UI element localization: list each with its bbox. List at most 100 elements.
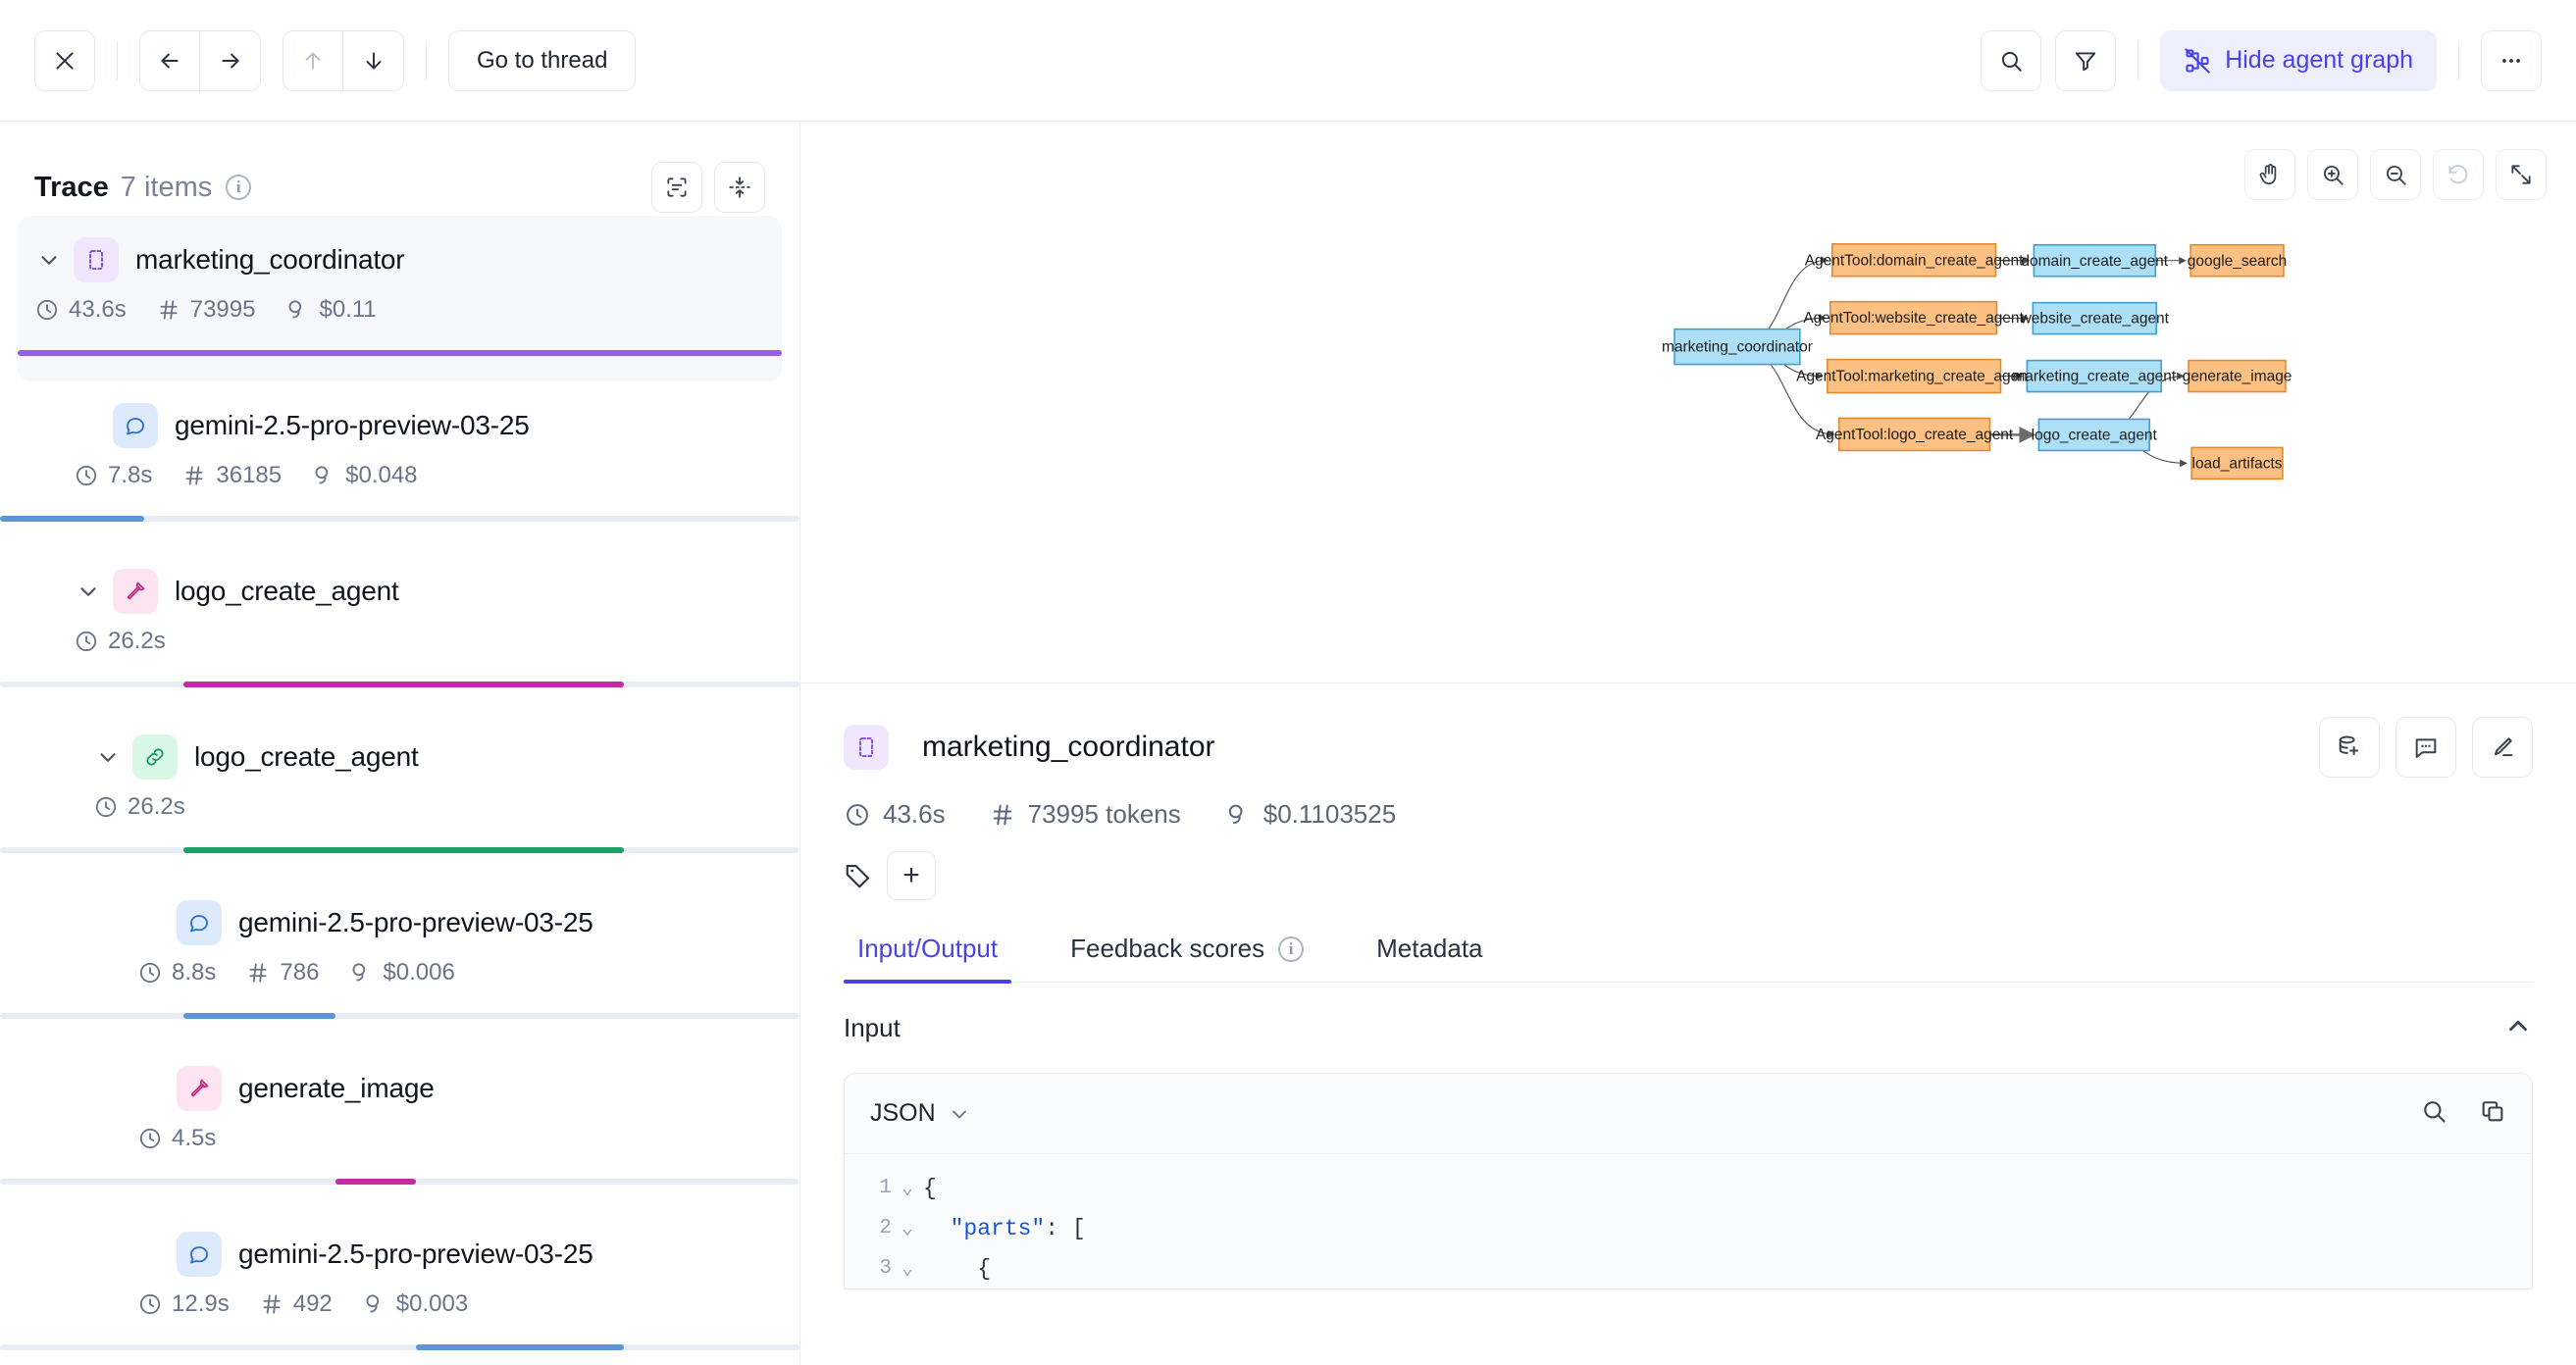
json-line-code: {: [923, 1175, 937, 1201]
search-button[interactable]: [1981, 29, 2042, 91]
graph-node[interactable]: generate_image: [2183, 359, 2293, 393]
toolbar-left-group: Go to thread: [34, 29, 637, 91]
input-section-header[interactable]: Input: [844, 983, 2533, 1073]
trace-item-expand-toggle[interactable]: [93, 742, 123, 772]
graph-node-box: [1830, 242, 1997, 278]
clock-icon: [847, 803, 868, 826]
json-format-select[interactable]: JSON: [870, 1099, 971, 1128]
trace-item-expand-toggle[interactable]: [74, 577, 103, 606]
trace-item-row: marketing_coordinator: [34, 237, 765, 282]
zoom-in-button[interactable]: [2307, 149, 2358, 200]
graph-node-box: [1829, 300, 1998, 335]
json-fold-toggle[interactable]: ⌄: [902, 1178, 913, 1199]
span-cost: $0.1103525: [1224, 799, 1396, 830]
add-tag-button[interactable]: +: [887, 851, 936, 900]
toolbar-right-group: Hide agent graph: [1981, 29, 2542, 91]
graph-node[interactable]: AgentTool:website_create_agent: [1803, 300, 2025, 335]
nav-forward-button[interactable]: [200, 29, 261, 91]
add-to-dataset-button[interactable]: [2319, 717, 2380, 778]
go-to-thread-button[interactable]: Go to thread: [448, 29, 637, 91]
span-duration-value: 43.6s: [883, 799, 946, 829]
tab-metadata[interactable]: Metadata: [1363, 934, 1496, 982]
nav-down-button[interactable]: [343, 29, 404, 91]
expand-all-button[interactable]: [651, 162, 702, 213]
filter-icon: [2076, 51, 2096, 71]
filter-button[interactable]: [2055, 29, 2117, 91]
span-detail-actions: [2319, 717, 2533, 778]
pan-tool-button[interactable]: [2244, 149, 2295, 200]
graph-node[interactable]: AgentTool:domain_create_agent: [1805, 242, 2024, 278]
graph-node[interactable]: marketing_coordinator: [1662, 328, 1813, 366]
info-icon[interactable]: i: [1278, 935, 1305, 962]
graph-node[interactable]: AgentTool:logo_create_agent: [1816, 417, 2014, 452]
json-viewer-card: JSON 1⌄{2⌄ "parts": [3⌄ {: [844, 1073, 2533, 1289]
graph-node[interactable]: website_create_agent: [2020, 301, 2170, 335]
info-icon[interactable]: i: [226, 175, 252, 200]
json-code-block[interactable]: 1⌄{2⌄ "parts": [3⌄ {: [845, 1154, 2532, 1289]
graph-node[interactable]: logo_create_agent: [2032, 418, 2158, 452]
tag-icon: [846, 864, 870, 888]
json-copy-button[interactable]: [2479, 1097, 2506, 1130]
tool-icon: [190, 1079, 209, 1097]
span-type-badge: [844, 725, 889, 770]
clock-icon: [76, 465, 97, 486]
graph-node[interactable]: domain_create_agent: [2021, 243, 2169, 278]
duration-bar-fill: [335, 1179, 416, 1185]
comment-button[interactable]: [2396, 717, 2456, 778]
input-section-title: Input: [844, 1012, 901, 1042]
json-toolbar-actions: [2420, 1097, 2506, 1130]
nav-up-button[interactable]: [283, 29, 343, 91]
trace-item-metrics: 4.5s: [137, 1125, 765, 1152]
copy-icon: [2482, 1101, 2503, 1122]
graph-node[interactable]: load_artifacts: [2190, 446, 2284, 480]
tool-icon: [127, 581, 145, 600]
clock-icon: [36, 299, 58, 321]
graph-node[interactable]: google_search: [2188, 243, 2287, 278]
agent-graph-svg[interactable]: marketing_coordinator AgentTool:domain_cr…: [800, 122, 2576, 682]
reset-view-button[interactable]: [2433, 149, 2484, 200]
json-fold-toggle[interactable]: ⌄: [902, 1258, 913, 1280]
json-search-button[interactable]: [2420, 1097, 2447, 1130]
llm-icon: [190, 915, 208, 933]
right-pane: marketing_coordinator AgentTool:domain_cr…: [800, 122, 2576, 1365]
input-collapse-toggle[interactable]: [2503, 1011, 2533, 1045]
zoom-out-button[interactable]: [2370, 149, 2421, 200]
collapse-all-button[interactable]: [714, 162, 765, 213]
item-duration: 4.5s: [137, 1125, 216, 1152]
trace-item-expand-toggle[interactable]: [34, 245, 64, 275]
nav-back-button[interactable]: [139, 29, 200, 91]
json-line-number: 1: [879, 1177, 892, 1199]
json-fold-toggle[interactable]: ⌄: [902, 1218, 913, 1239]
graph-node[interactable]: marketing_create_agent: [2012, 359, 2177, 393]
json-line-code: {: [923, 1255, 992, 1282]
duration-bar-track: [0, 1179, 799, 1185]
graph-node-label: marketing_create_agent: [2012, 369, 2177, 385]
graph-node[interactable]: AgentTool:marketing_create_agent: [1796, 358, 2033, 394]
hide-agent-graph-button[interactable]: Hide agent graph: [2160, 29, 2437, 91]
edit-button[interactable]: [2472, 717, 2533, 778]
tab-input-output[interactable]: Input/Output: [844, 934, 1012, 984]
more-options-button[interactable]: [2481, 29, 2542, 91]
graph-node-label: AgentTool:website_create_agent: [1803, 310, 2024, 327]
coins-icon: [1228, 804, 1243, 824]
span-duration: 43.6s: [844, 799, 946, 830]
duration-bar-fill: [183, 1013, 336, 1019]
fullscreen-button[interactable]: [2496, 149, 2547, 200]
graph-node-label: AgentTool:marketing_create_agent: [1796, 369, 2033, 385]
top-toolbar: Go to thread Hide agent graph: [0, 0, 2576, 122]
trace-item-type-badge: [177, 900, 222, 945]
item-cost: $0.11: [284, 296, 377, 324]
close-button[interactable]: [34, 29, 95, 91]
